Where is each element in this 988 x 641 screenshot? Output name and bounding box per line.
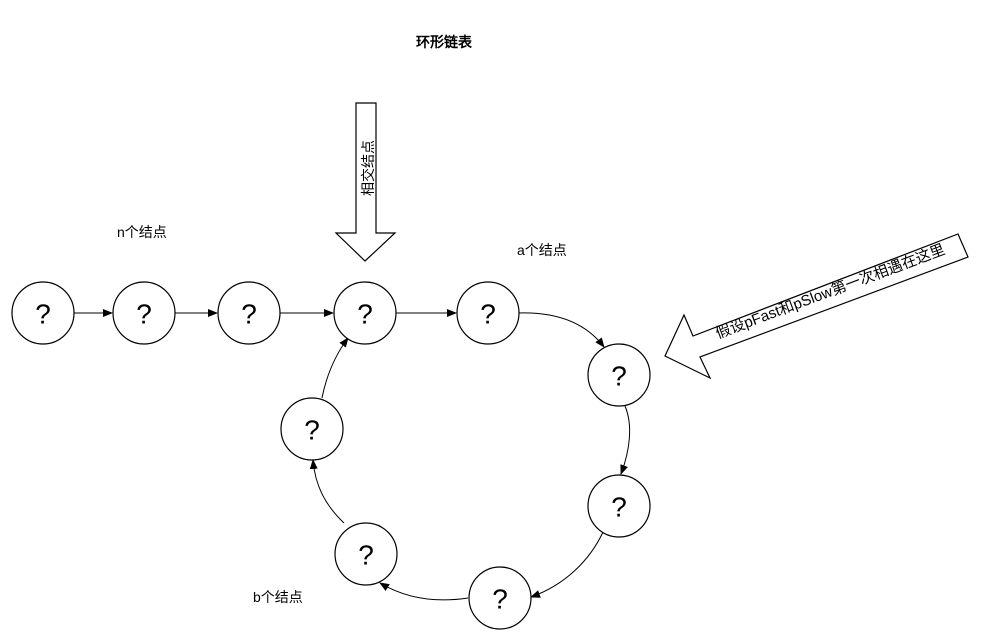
meeting-label: 假设pFast和pSlow第一次相遇在这里 [713,240,947,342]
svg-text:?: ? [480,299,496,330]
svg-text:?: ? [241,299,257,330]
edge-10-4 [321,337,349,399]
list-node: ? [280,397,344,461]
edge-5-6 [518,312,605,348]
a-nodes-label: a个结点 [517,242,567,258]
meeting-node: ? [587,343,651,407]
svg-text:?: ? [136,299,152,330]
svg-text:?: ? [611,492,627,523]
n-nodes-label: n个结点 [117,224,167,240]
list-node: ? [587,474,651,538]
intersection-node: ? [333,281,397,345]
list-node: ? [112,281,176,345]
list-node: ? [217,281,281,345]
meeting-point-arrow: 假设pFast和pSlow第一次相遇在这里 [664,233,969,380]
edge-8-9 [379,582,469,601]
list-node: ? [334,522,398,586]
list-node: ? [456,281,520,345]
b-nodes-label: b个结点 [253,589,303,605]
svg-text:?: ? [35,299,51,330]
svg-text:?: ? [357,299,373,330]
edge-7-8 [530,531,604,598]
list-node: ? [468,566,532,630]
list-node: ? [11,281,75,345]
svg-text:?: ? [358,540,374,571]
svg-text:?: ? [492,584,508,615]
edge-6-7 [620,405,631,475]
intersection-arrow: 相交结点 [334,102,397,262]
intersection-label: 相交结点 [360,140,376,196]
svg-text:?: ? [304,415,320,446]
svg-text:?: ? [611,361,627,392]
edge-9-10 [309,459,345,524]
diagram-title: 环形链表 [416,34,473,50]
